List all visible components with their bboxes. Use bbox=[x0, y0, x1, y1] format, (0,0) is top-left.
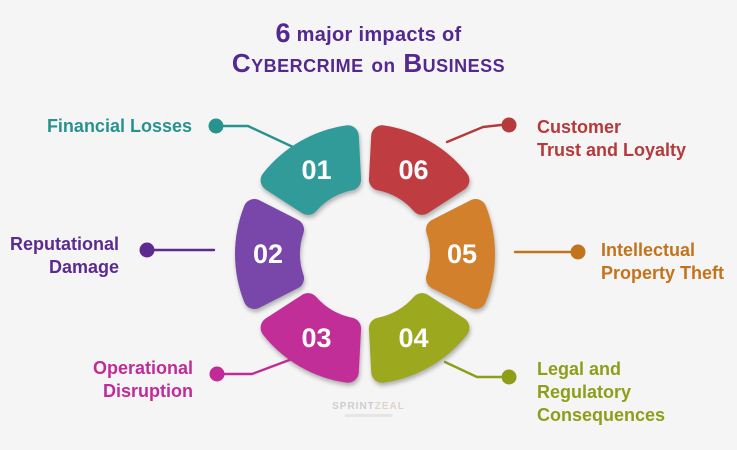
label-reputational-damage: Reputational Damage bbox=[9, 234, 119, 277]
connector-04 bbox=[443, 360, 503, 379]
segment-06 bbox=[368, 125, 470, 215]
page-title: 6 major impacts of Cybercrime on Busines… bbox=[0, 20, 737, 82]
segment-04 bbox=[368, 293, 470, 383]
label-intellectual-property-theft: Intellectual Property Theft bbox=[601, 240, 725, 283]
brand-watermark-right: ZEAL bbox=[374, 401, 405, 412]
title-line1-text: major impacts of bbox=[296, 24, 462, 46]
connector-06 bbox=[445, 123, 503, 144]
segment-number-01: 01 bbox=[301, 155, 331, 185]
segment-number-03: 03 bbox=[301, 323, 331, 353]
title-cybercrime: Cybercrime bbox=[231, 48, 364, 78]
brand-watermark-tagline bbox=[344, 414, 393, 417]
label-customer-trust-loyalty: Customer Trust and Loyalty bbox=[537, 117, 687, 160]
title-business: Business bbox=[403, 48, 506, 78]
connector-dot-05 bbox=[570, 244, 586, 260]
brand-watermark-left: SPRINT bbox=[332, 401, 375, 412]
connector-dot-06 bbox=[501, 117, 517, 133]
segment-03 bbox=[260, 293, 362, 383]
segment-number-04: 04 bbox=[398, 323, 428, 353]
segment-02 bbox=[235, 199, 304, 309]
connector-01 bbox=[222, 124, 295, 149]
title-number: 6 bbox=[275, 18, 291, 48]
segment-number-05: 05 bbox=[447, 239, 477, 269]
brand-watermark: SPRINTZEAL bbox=[332, 401, 405, 417]
connector-dot-02 bbox=[139, 242, 155, 258]
label-legal-regulatory-consequences: Legal and Regulatory Consequences bbox=[537, 359, 666, 425]
segment-number-06: 06 bbox=[398, 155, 428, 185]
connector-dot-01 bbox=[208, 118, 224, 134]
label-operational-disruption: Operational Disruption bbox=[92, 358, 193, 401]
title-line2: Cybercrime on Business bbox=[0, 48, 737, 82]
segment-01 bbox=[260, 125, 362, 215]
title-on: on bbox=[371, 56, 396, 77]
segment-05 bbox=[426, 199, 495, 309]
label-financial-losses: Financial Losses bbox=[46, 116, 192, 136]
segment-number-02: 02 bbox=[253, 239, 283, 269]
connector-03 bbox=[222, 357, 294, 376]
connector-dot-04 bbox=[501, 369, 517, 385]
title-line1: 6 major impacts of bbox=[0, 20, 737, 48]
connector-dot-03 bbox=[209, 366, 225, 382]
